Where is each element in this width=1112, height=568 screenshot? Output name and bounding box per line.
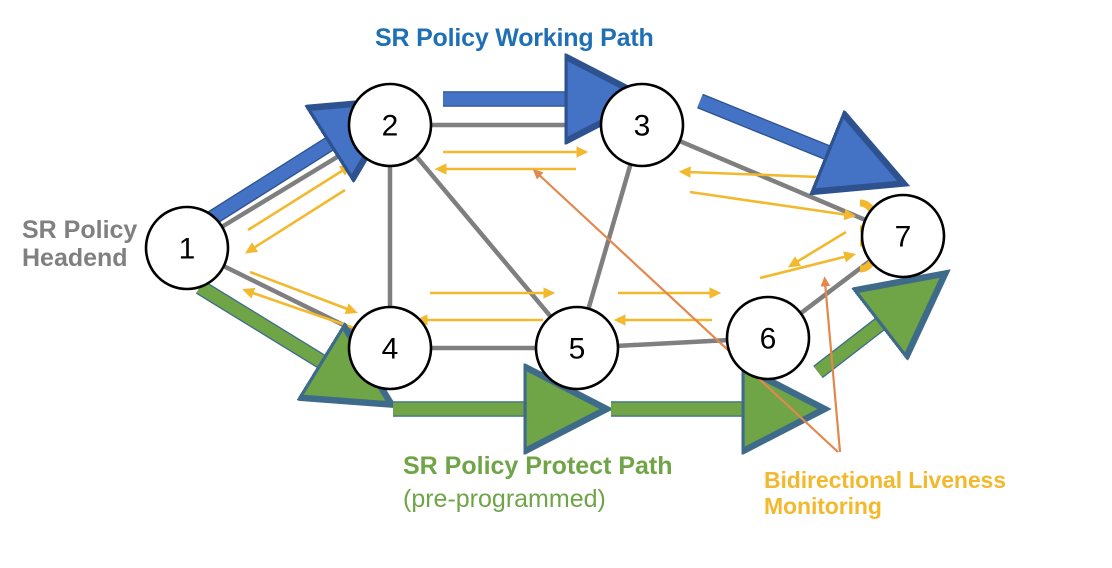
working-path-label: SR Policy Working Path bbox=[375, 24, 654, 52]
node-4[interactable]: 4 bbox=[347, 305, 433, 391]
node-2[interactable]: 2 bbox=[347, 82, 433, 168]
node-5[interactable]: 5 bbox=[534, 305, 620, 391]
liveness-arrow-1-2-rev bbox=[244, 188, 346, 254]
node-1[interactable]: 1 bbox=[144, 205, 230, 291]
working-path-arrow-3 bbox=[697, 94, 853, 163]
link-2-5 bbox=[414, 154, 553, 319]
node-circle-4 bbox=[347, 305, 433, 391]
node-label-5: 5 bbox=[569, 333, 586, 366]
node-label-1: 1 bbox=[179, 233, 196, 266]
node-circle-1 bbox=[144, 205, 230, 291]
protect-path-sublabel: (pre-programmed) bbox=[403, 485, 606, 513]
node-circle-2 bbox=[347, 82, 433, 168]
liveness-arrow-6-7-fwd bbox=[759, 251, 857, 280]
topology-nodes: 1 2 3 4 5 6 7 bbox=[144, 82, 946, 391]
node-circle-6 bbox=[725, 295, 811, 381]
headend-label-line1: SR Policy bbox=[22, 216, 138, 244]
working-path-arrow-1 bbox=[208, 129, 353, 224]
link-5-6 bbox=[617, 337, 728, 349]
leader-lines-group bbox=[532, 169, 842, 453]
protect-path-label: SR Policy Protect Path bbox=[403, 452, 673, 480]
link-1-2 bbox=[220, 144, 357, 229]
working-path-arrows-group bbox=[207, 94, 853, 225]
node-label-2: 2 bbox=[382, 110, 399, 143]
protect-path-arrow-1 bbox=[196, 281, 345, 376]
node-label-6: 6 bbox=[760, 323, 777, 356]
node-7[interactable]: 7 bbox=[860, 193, 946, 279]
liveness-arrows-group bbox=[242, 146, 857, 332]
node-circle-7 bbox=[860, 193, 946, 279]
leader-line-1 bbox=[532, 169, 839, 453]
link-6-7 bbox=[799, 258, 872, 316]
node-circle-3 bbox=[599, 82, 685, 168]
leader-line-2 bbox=[820, 276, 842, 453]
node-label-4: 4 bbox=[382, 333, 399, 366]
liveness-arrow-6-7-rev bbox=[787, 230, 847, 268]
node-6[interactable]: 6 bbox=[725, 295, 811, 381]
liveness-arrow-1-4-fwd bbox=[249, 270, 358, 315]
node-circle-5 bbox=[534, 305, 620, 391]
liveness-label-line1: Bidirectional Liveness bbox=[764, 467, 1006, 493]
liveness-label-line2: Monitoring bbox=[764, 492, 882, 519]
liveness-arrow-3-7-fwd bbox=[689, 190, 857, 221]
link-3-5 bbox=[586, 163, 633, 310]
node-3[interactable]: 3 bbox=[599, 82, 685, 168]
link-3-7 bbox=[678, 138, 867, 223]
node-label-7: 7 bbox=[895, 221, 912, 254]
headend-label-line2: Headend bbox=[22, 244, 128, 272]
node-label-3: 3 bbox=[634, 110, 651, 143]
